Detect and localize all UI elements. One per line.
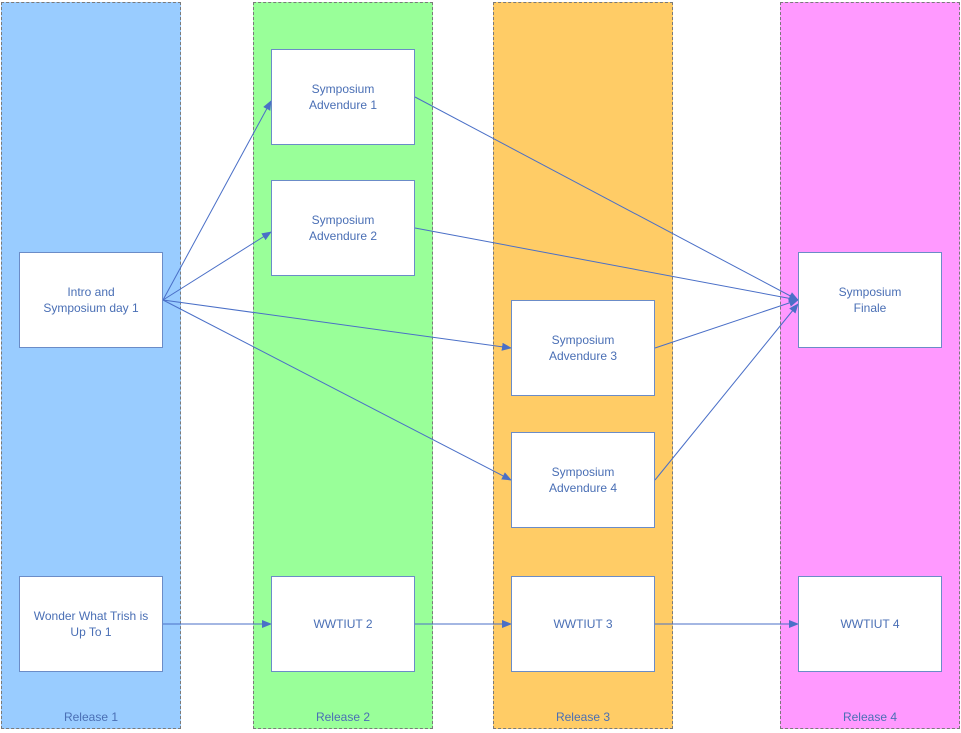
node-symposium-finale[interactable]: Symposium Finale xyxy=(798,252,942,348)
lane-label: Release 3 xyxy=(555,710,611,724)
edge-adv4-to-finale xyxy=(654,303,799,481)
edge-adv3-to-finale xyxy=(654,299,799,349)
lane-label: Release 2 xyxy=(315,710,371,724)
lane-label: Release 4 xyxy=(842,710,898,724)
node-symposium-advendure-4[interactable]: Symposium Advendure 4 xyxy=(511,432,655,528)
node-symposium-advendure-3[interactable]: Symposium Advendure 3 xyxy=(511,300,655,396)
node-intro-symposium-day-1[interactable]: Intro and Symposium day 1 xyxy=(19,252,163,348)
node-symposium-advendure-2[interactable]: Symposium Advendure 2 xyxy=(271,180,415,276)
node-wwtiut-2[interactable]: WWTIUT 2 xyxy=(271,576,415,672)
node-wonder-what-trish-1[interactable]: Wonder What Trish is Up To 1 xyxy=(19,576,163,672)
node-wwtiut-4[interactable]: WWTIUT 4 xyxy=(798,576,942,672)
node-symposium-advendure-1[interactable]: Symposium Advendure 1 xyxy=(271,49,415,145)
lane-label: Release 1 xyxy=(63,710,119,724)
node-wwtiut-3[interactable]: WWTIUT 3 xyxy=(511,576,655,672)
